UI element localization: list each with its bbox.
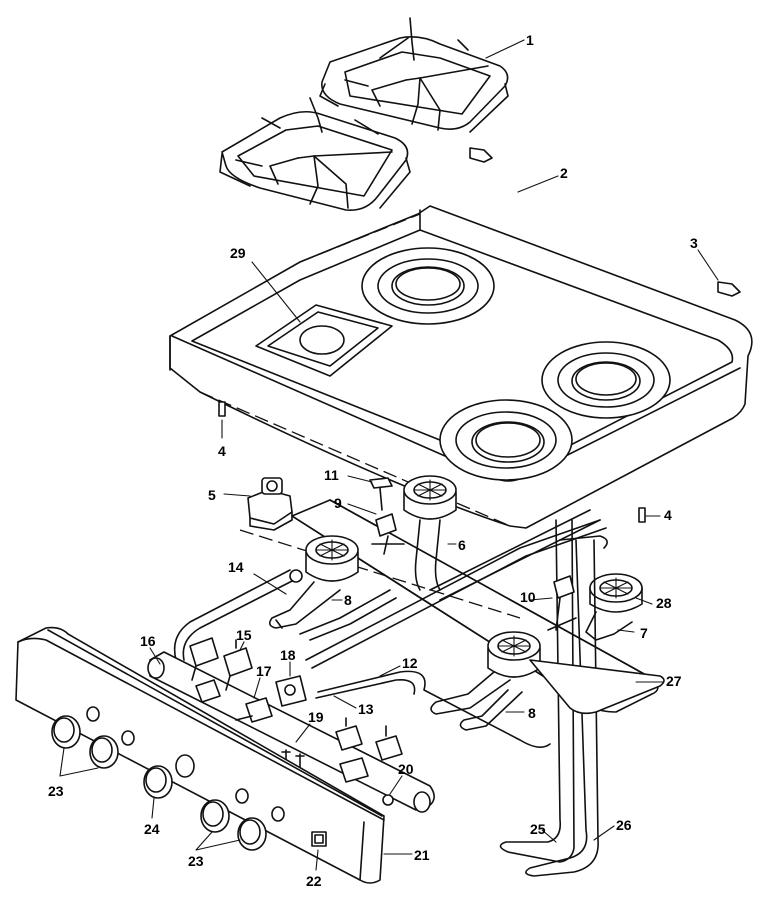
callout-17: 17 bbox=[256, 663, 272, 679]
valve-17 bbox=[235, 697, 273, 723]
callout-23-left: 23 bbox=[48, 783, 64, 799]
callout-25: 25 bbox=[530, 821, 546, 837]
grate-front bbox=[219, 97, 411, 212]
valve-15 bbox=[223, 639, 253, 691]
burner-head-rear bbox=[403, 475, 457, 591]
burner-tube-right bbox=[585, 611, 633, 641]
burner-head-right bbox=[589, 573, 643, 613]
igniter-bracket-9 bbox=[371, 513, 405, 555]
callout-24: 24 bbox=[144, 821, 160, 837]
valve-left-2 bbox=[195, 679, 221, 703]
knob-3 bbox=[143, 765, 173, 799]
callout-6: 6 bbox=[458, 537, 466, 553]
burner-well-rear bbox=[361, 247, 495, 325]
valve-right-1 bbox=[335, 717, 363, 751]
callout-10: 10 bbox=[520, 589, 536, 605]
callout-11: 11 bbox=[324, 467, 339, 483]
control-panel bbox=[15, 626, 385, 884]
callout-28: 28 bbox=[656, 595, 672, 611]
feed-tube-25 bbox=[499, 519, 575, 863]
callout-7: 7 bbox=[640, 625, 648, 641]
callout-23-right: 23 bbox=[188, 853, 204, 869]
valve-right-2 bbox=[375, 725, 403, 761]
callout-4-right: 4 bbox=[664, 507, 672, 523]
callout-4-left: 4 bbox=[218, 443, 226, 459]
knob-1 bbox=[51, 715, 81, 749]
callout-3: 3 bbox=[690, 235, 698, 251]
callout-29: 29 bbox=[230, 245, 246, 261]
burner-head-front bbox=[487, 631, 541, 678]
pressure-regulator bbox=[247, 477, 293, 531]
callout-27: 27 bbox=[666, 673, 682, 689]
burner-tube-front bbox=[430, 671, 523, 731]
igniter-bracket-11 bbox=[369, 477, 393, 511]
callout-18: 18 bbox=[280, 647, 296, 663]
callout-9: 9 bbox=[334, 495, 342, 511]
knob-2 bbox=[89, 735, 119, 769]
callout-16: 16 bbox=[140, 633, 156, 649]
valve-18 bbox=[275, 675, 307, 707]
leader-lines bbox=[59, 39, 719, 871]
callout-20: 20 bbox=[398, 761, 414, 777]
callout-14: 14 bbox=[228, 559, 244, 575]
knob-4 bbox=[200, 799, 230, 833]
callout-15: 15 bbox=[236, 627, 252, 643]
screw-20 bbox=[382, 794, 394, 806]
burner-head-left bbox=[305, 535, 359, 582]
feed-tube-26 bbox=[525, 535, 608, 877]
burner-well-right bbox=[541, 341, 671, 419]
callout-13: 13 bbox=[358, 701, 374, 717]
callout-8-upper: 8 bbox=[344, 592, 352, 608]
pin-right bbox=[638, 507, 646, 523]
callout-26: 26 bbox=[616, 817, 632, 833]
grate-clip-right bbox=[717, 281, 741, 297]
pin-left bbox=[218, 401, 226, 417]
heat-shield-27 bbox=[529, 659, 665, 715]
center-plate bbox=[255, 304, 393, 377]
callout-labels: 1 2 3 4 4 5 6 7 8 8 9 10 11 12 13 14 15 … bbox=[48, 32, 698, 889]
callout-22: 22 bbox=[306, 873, 322, 889]
valve-16 bbox=[189, 637, 219, 681]
panel-holes bbox=[86, 706, 285, 822]
callout-5: 5 bbox=[208, 487, 216, 503]
callout-1: 1 bbox=[526, 32, 534, 48]
switch-22 bbox=[311, 831, 327, 847]
callout-19: 19 bbox=[308, 709, 324, 725]
callout-12: 12 bbox=[402, 655, 418, 671]
igniter-bracket-10 bbox=[547, 575, 577, 631]
callout-21: 21 bbox=[414, 847, 430, 863]
knob-5 bbox=[237, 817, 267, 851]
callout-8-lower: 8 bbox=[528, 705, 536, 721]
grate-rear bbox=[319, 17, 509, 133]
burner-well-front bbox=[439, 399, 573, 481]
burner-tube-left bbox=[268, 581, 341, 629]
callout-2: 2 bbox=[560, 165, 568, 181]
thin-gas-line-12 bbox=[315, 670, 551, 748]
valve-right-3 bbox=[339, 757, 369, 783]
manifold-tube-14 bbox=[173, 569, 303, 661]
grate-clip-rear bbox=[469, 147, 493, 163]
